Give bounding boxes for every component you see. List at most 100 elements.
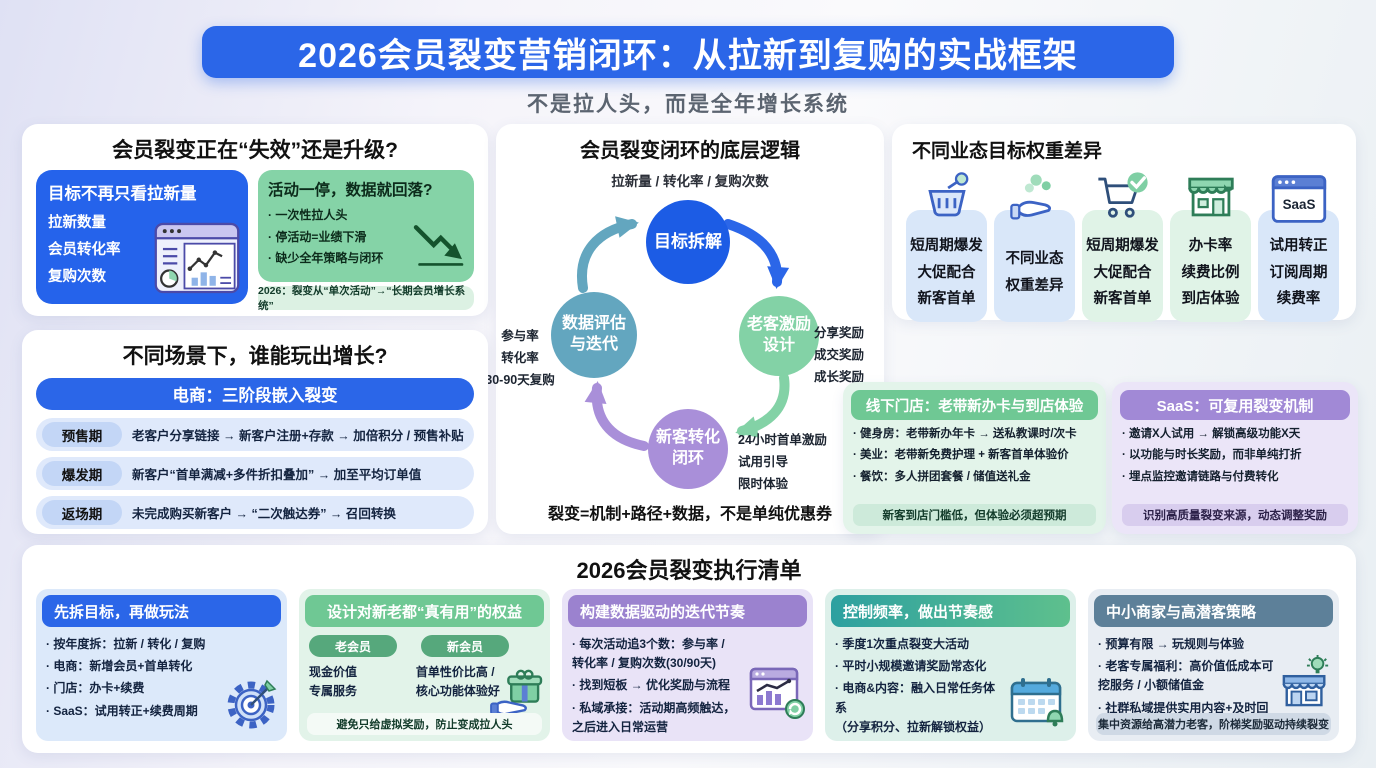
- ecommerce-header-bar: 电商：三阶段嵌入裂变: [36, 378, 474, 410]
- scenarios-title: 不同场景下，谁能玩出增长?: [122, 345, 388, 368]
- fail-panel-footnote: 2026：裂变从“单次活动”→“长期会员增长系统”: [258, 285, 474, 312]
- card-bullet: · 私域承接：活动期高频触达， 之后进入日常运营: [572, 700, 736, 734]
- dashboard-icon: [154, 222, 240, 294]
- label: 转化率: [501, 350, 539, 365]
- weights-col-difference: 不同业态 权重差异: [994, 164, 1075, 322]
- label: 24小时首单激励: [738, 433, 827, 447]
- downtrend-arrow-icon: [413, 225, 464, 266]
- data-eval-labels: 参与率 转化率 30-90天复购: [476, 326, 564, 392]
- label: 成长奖励: [814, 369, 865, 384]
- card-bullet: · 电商：新增会员+首单转化: [46, 659, 193, 674]
- hand-gift-icon: [490, 669, 543, 715]
- data-drop-item: · 一次性拉人头: [268, 208, 348, 222]
- card-header: 控制频率，做出节奏感: [831, 595, 1070, 627]
- tile-line: 试用转正: [1269, 237, 1328, 254]
- card-header: 中小商家与高潜客策略: [1094, 595, 1333, 627]
- goal-metrics-card: 目标不再只看拉新量 拉新数量 会员转化率 复购次数: [36, 170, 248, 304]
- card-smb-strategy: 中小商家与高潜客策略 · 预算有限 → 玩规则与体验 · 老客专属福利：高价值低…: [1088, 589, 1339, 741]
- panel-loop-logic: 会员裂变闭环的底层逻辑 拉新量 / 转化率 / 复购次数 目标拆解 老客激励 设…: [485, 124, 884, 534]
- panel-fail-or-upgrade: 会员裂变正在“失效”还是升级? 目标不再只看拉新量 拉新数量 会员转化率 复购次…: [22, 124, 488, 316]
- tile-line: 续费比例: [1181, 264, 1240, 281]
- calendar-bell-icon: [1010, 678, 1064, 727]
- card-bullet: · 预算有限 → 玩规则与体验: [1098, 637, 1244, 651]
- loop-top-metrics: 拉新量 / 转化率 / 复购次数: [611, 174, 769, 189]
- label: 30-90天复购: [485, 372, 555, 387]
- card-bullet: · 老客专属福利：高价值低成本可 挖服务 / 小额储值金: [1098, 659, 1274, 693]
- panel-offline-stores: 线下门店：老带新办卡与到店体验 · 健身房：老带新办年卡 → 送私教课时/次卡 …: [843, 382, 1106, 534]
- card-header: 先拆目标，再做玩法: [42, 595, 281, 627]
- hand-seedling-icon: [1008, 164, 1062, 224]
- tile-line: 短周期爆发: [1086, 237, 1159, 254]
- scenario-row: 爆发期 新客户“首单满减+多件折扣叠加” → 加至平均订单值: [36, 457, 474, 490]
- panel-fail-title: 会员裂变正在“失效”还是升级?: [112, 139, 398, 162]
- goal-metrics-title: 目标不再只看拉新量: [48, 185, 197, 203]
- tile-line: 大促配合: [917, 264, 976, 281]
- panel-saas-mechanism: SaaS：可复用裂变机制 · 邀请X人试用 → 解锁高级功能X天 · 以功能与时…: [1112, 382, 1358, 534]
- label: 试用引导: [738, 454, 789, 469]
- basket-icon: [920, 164, 974, 224]
- panel-weights: 不同业态目标权重差异 短周期爆发 大促配合 新客首单: [892, 124, 1356, 322]
- checklist-cards: 先拆目标，再做玩法 · 按年度拆：拉新 / 转化 / 复购 · 电商：新增会员+…: [36, 589, 1339, 741]
- old-member-pill: 老会员: [309, 635, 397, 657]
- saas-bullet: · 邀请X人试用 → 解锁高级功能X天: [1122, 428, 1301, 440]
- chart-refresh-icon: [749, 667, 805, 719]
- weights-col-saas: SaaS 试用转正 订阅周期 续费率: [1258, 164, 1339, 322]
- tile-line: 到店体验: [1181, 291, 1240, 308]
- offline-header: 线下门店：老带新办卡与到店体验: [851, 390, 1098, 420]
- storefront-icon: [1183, 164, 1239, 224]
- offline-bullet: · 餐饮：多人拼团套餐 / 储值送礼金: [853, 470, 1031, 483]
- card-bullet: · 按年度拆：拉新 / 转化 / 复购: [46, 637, 206, 651]
- tile-line: 短周期爆发: [910, 237, 983, 254]
- weights-col-ecommerce: 短周期爆发 大促配合 新客首单: [906, 164, 987, 322]
- checklist-title: 2026会员裂变执行清单: [576, 558, 802, 583]
- tile-line: 新客首单: [917, 291, 976, 308]
- cart-check-icon: [1095, 164, 1151, 224]
- weights-tile: 短周期爆发 大促配合 新客首单: [906, 210, 987, 322]
- page-subtitle: 不是拉人头，而是全年增长系统: [527, 93, 849, 116]
- cycle-node-goal: 目标拆解: [646, 200, 730, 284]
- cycle-node-old-customer: 老客激励 设计: [739, 296, 819, 376]
- card-bullet: · 季度1次重点裂变大活动: [835, 637, 970, 651]
- new-customer-labels: 24小时首单激励 试用引导 限时体验: [738, 430, 827, 496]
- new-member-pill: 新会员: [421, 635, 509, 657]
- card-footer: 集中资源给高潜力老客，阶梯奖励驱动持续裂变: [1096, 713, 1331, 735]
- saas-window-icon: SaaS: [1271, 164, 1327, 224]
- goal-metric-item: 会员转化率: [48, 241, 121, 258]
- label: 限时体验: [738, 476, 789, 491]
- tile-line: 新客首单: [1093, 291, 1152, 308]
- stage-pill: 爆发期: [42, 461, 122, 486]
- scenario-row: 预售期 老客户分享链接 → 新客户注册+存款 → 加倍积分 / 预售补贴: [36, 418, 474, 451]
- card-frequency-control: 控制频率，做出节奏感 · 季度1次重点裂变大活动 · 平时小规模邀请奖励常态化 …: [825, 589, 1076, 741]
- cycle-node-new-customer: 新客转化 闭环: [648, 409, 728, 489]
- old-member-benefits: 现金价值 专属服务: [309, 665, 358, 698]
- weights-tile: 办卡率 续费比例 到店体验: [1170, 210, 1251, 322]
- saas-footer: 识别高质量裂变来源，动态调整奖励: [1122, 504, 1348, 526]
- old-customer-labels: 分享奖励 成交奖励 成长奖励: [814, 323, 864, 389]
- stage-pill: 返场期: [42, 500, 122, 525]
- tile-line: 不同业态: [1005, 251, 1064, 268]
- weights-columns: 短周期爆发 大促配合 新客首单 不同业态 权: [906, 164, 1339, 322]
- label: 分享奖励: [814, 326, 865, 340]
- tile-line: 订阅周期: [1269, 264, 1328, 281]
- cycle-node-data: 数据评估 与迭代: [551, 292, 637, 378]
- weights-col-promo: 短周期爆发 大促配合 新客首单: [1082, 164, 1163, 322]
- saas-bullet: · 埋点监控邀请链路与付费转化: [1122, 470, 1279, 483]
- data-drop-card: 活动一停，数据就回落? · 一次性拉人头 · 停活动=业绩下滑 · 缺少全年策略…: [258, 170, 474, 282]
- loop-title: 会员裂变闭环的底层逻辑: [580, 140, 800, 162]
- goal-metric-item: 拉新数量: [48, 215, 106, 231]
- offline-bullet: · 健身房：老带新办年卡 → 送私教课时/次卡: [853, 428, 1077, 440]
- gear-target-icon: [227, 679, 277, 729]
- tile-line: 办卡率: [1188, 237, 1233, 254]
- tile-line: 大促配合: [1093, 264, 1152, 281]
- data-drop-title: 活动一停，数据就回落?: [268, 182, 433, 199]
- new-member-benefits: 首单性价比高 / 核心功能体验好: [415, 665, 500, 698]
- goal-metric-item: 复购次数: [48, 268, 106, 285]
- weights-tile: 试用转正 订阅周期 续费率: [1258, 210, 1339, 322]
- panel-checklist: 2026会员裂变执行清单 先拆目标，再做玩法 · 按年度拆：拉新 / 转化 / …: [22, 545, 1356, 753]
- card-bullet: · 每次活动追3个数：参与率 / 转化率 / 复购次数(30/90天): [572, 637, 725, 671]
- offline-bullet: · 美业：老带新免费护理 + 新客首单体验价: [853, 449, 1069, 462]
- card-bullet: · 找到短板 → 优化奖励与流程: [572, 678, 730, 693]
- label: 成交奖励: [814, 347, 865, 362]
- card-bullet: · 电商&内容：融入日常任务体系 （分享积分、拉新解锁权益）: [835, 681, 995, 734]
